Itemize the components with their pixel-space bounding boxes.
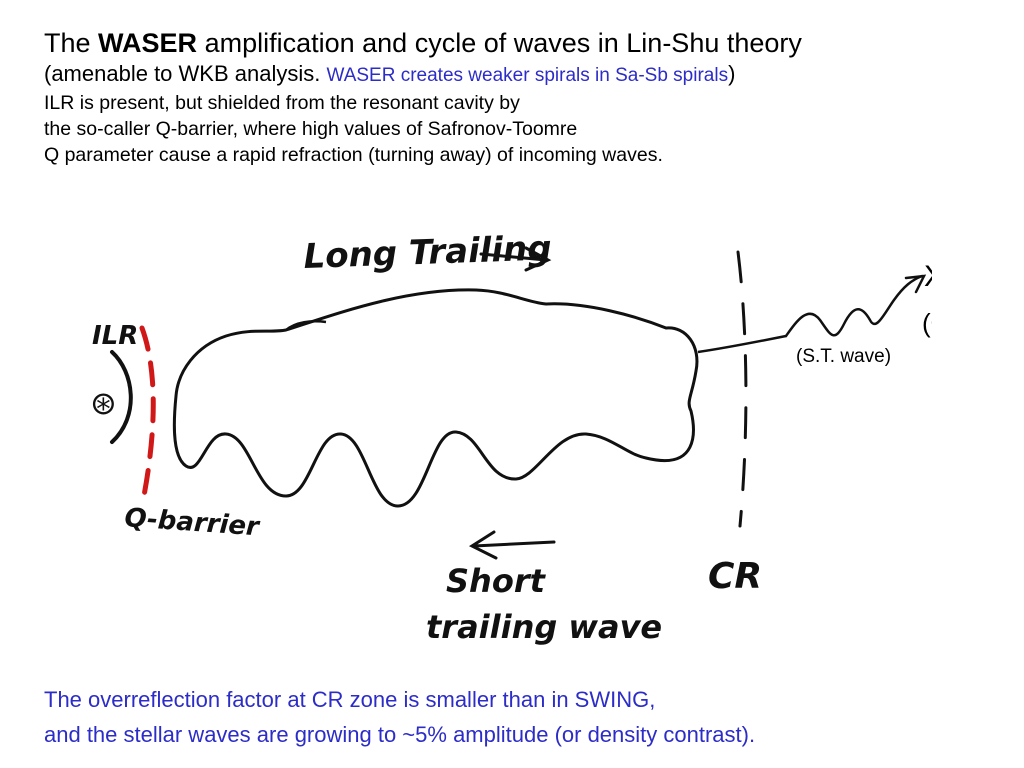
olr-label: (OLR) [922, 308, 932, 338]
footer-line-1: The overreflection factor at CR zone is … [44, 687, 656, 712]
st-wave-arrowhead [904, 274, 927, 294]
subtitle-close-paren: ) [728, 61, 736, 86]
footer-line-2: and the stellar waves are growing to ~5%… [44, 722, 756, 747]
st-wave-squiggle [784, 274, 924, 338]
title-bold-term: WASER [98, 28, 198, 58]
ilr-arc [110, 350, 133, 444]
subtitle-blue-note: WASER creates weaker spirals in Sa-Sb sp… [326, 65, 729, 86]
long-trailing-label: Long Trailing [303, 228, 552, 277]
subtitle-line: (amenable to WKB analysis. WASER creates… [44, 60, 1019, 90]
short-label: Short [446, 562, 547, 600]
cavity-exit-line [697, 334, 787, 354]
q-barrier-label: Q-barrier [124, 503, 262, 542]
header: The WASER amplification and cycle of wav… [44, 26, 1019, 168]
cr-dashed-line [736, 250, 748, 528]
long-trailing-arrow [479, 246, 552, 272]
wave-cavity-loop [172, 288, 699, 508]
footer-note: The overreflection factor at CR zone is … [44, 682, 1014, 752]
waser-sketch-diagram: Long Trailing ILR ⊛ Q-barrier Short trai… [90, 228, 932, 646]
cavity-inner-curl [285, 320, 327, 332]
st-wave-label: (S.T. wave) [796, 346, 891, 367]
olr-x-mark: X [924, 260, 932, 293]
body-line-3: Q parameter cause a rapid refraction (tu… [44, 144, 663, 166]
galactic-center-symbol: ⊛ [90, 384, 117, 422]
body-line-1: ILR is present, but shielded from the re… [44, 92, 520, 114]
title-suffix: amplification and cycle of waves in Lin-… [204, 28, 802, 58]
short-trailing-arrow [468, 530, 556, 560]
body-line-2: the so-caller Q-barrier, where high valu… [44, 118, 578, 140]
subtitle-prefix: (amenable to WKB analysis. [44, 61, 321, 86]
q-barrier-red-dashes [139, 325, 156, 509]
cr-label: CR [708, 556, 762, 597]
title-prefix: The [44, 28, 91, 58]
slide-title: The WASER amplification and cycle of wav… [44, 26, 1019, 60]
trailing-wave-label: trailing wave [426, 608, 662, 646]
ilr-label: ILR [92, 321, 138, 351]
